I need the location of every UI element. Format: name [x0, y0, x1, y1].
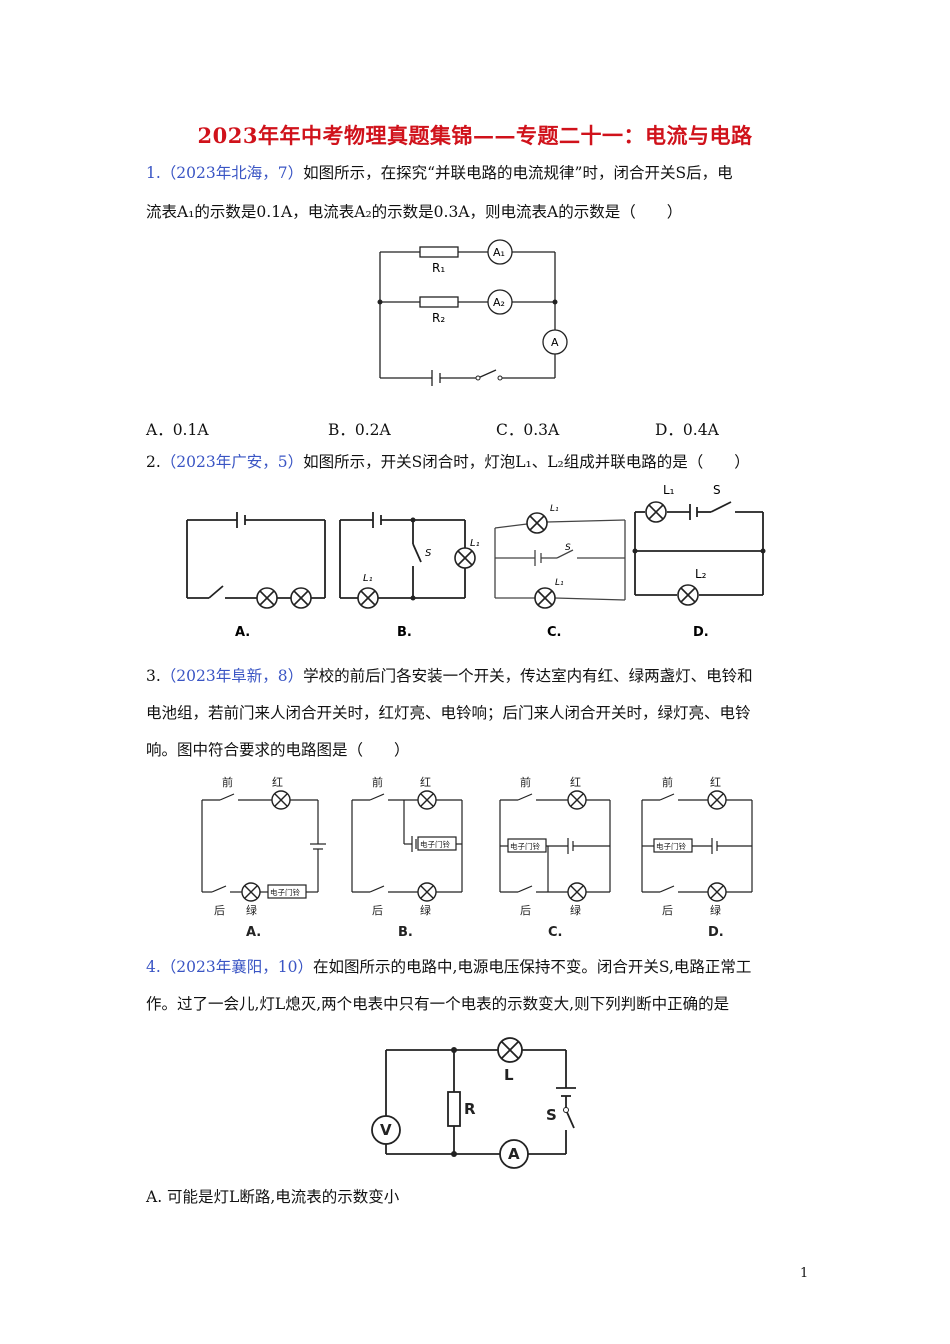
q4-circuit-diagram: V R L S A: [371, 1037, 576, 1169]
q4-line1: 4.（2023年襄阳，10）在如图所示的电路中,电源电压保持不变。闭合开关S,电…: [146, 957, 816, 977]
q4-label-v: V: [380, 1121, 392, 1139]
q3c-green: 绿: [570, 903, 581, 917]
page-title: 2023年年中考物理真题集锦——专题二十一：电流与电路: [197, 123, 753, 148]
q3-line1: 3.（2023年阜新，8）学校的前后门各安装一个开关，传达室内有红、绿两盏灯、电…: [146, 666, 816, 686]
q2-number: 2.: [146, 453, 161, 471]
q4-source: （2023年襄阳，10）: [160, 958, 313, 976]
q3-text1: 学校的前后门各安装一个开关，传达室内有红、绿两盏灯、电铃和: [303, 667, 753, 685]
q2c-label-l1: L₁: [550, 504, 559, 514]
q3-text3: 响。图中符合要求的电路图是（ ）: [146, 741, 410, 759]
q2c-label-l1b: L₁: [555, 578, 564, 588]
q3-caption-b: B.: [398, 925, 413, 940]
q2b-label-l1b: L₁: [470, 538, 480, 549]
q3a-red: 红: [272, 776, 283, 789]
q3a-back: 后: [214, 904, 225, 917]
q1-line1: 1.（2023年北海，7）如图所示，在探究“并联电路的电流规律”时，闭合开关S后…: [146, 163, 816, 183]
q4-label-l: L: [504, 1066, 514, 1084]
q3b-front: 前: [372, 775, 383, 789]
q1-option-d: D．0.4A: [655, 421, 719, 439]
q3d-front: 前: [662, 775, 673, 789]
q4-text1: 在如图所示的电路中,电源电压保持不变。闭合开关S,电路正常工: [312, 958, 752, 976]
q2-caption-b: B.: [397, 625, 412, 640]
q3b-back: 后: [372, 904, 383, 917]
page-number: 1: [800, 1266, 809, 1281]
q2d-label-s: S: [713, 483, 721, 497]
q3-circuit-diagrams: 前 红 后 绿 前 红 后 绿 前 红 后 绿 前 红 后 绿 电子门铃 电子门…: [201, 775, 753, 940]
q3-text2: 电池组，若前门来人闭合开关时，红灯亮、电铃响；后门来人闭合开关时，绿灯亮、电铃: [146, 704, 751, 722]
q2c-label-s: S: [565, 543, 571, 553]
q4-option-a: A. 可能是灯L断路,电流表的示数变小: [146, 1188, 400, 1206]
q1-number: 1.: [146, 164, 161, 182]
q3-caption-a: A.: [246, 925, 261, 940]
q3a-front: 前: [222, 775, 233, 789]
q1-option-a: A．0.1A: [146, 421, 209, 439]
q1-text2: 流表A₁的示数是0.1A，电流表A₂的示数是0.3A，则电流表A的示数是（ ）: [146, 203, 683, 221]
q2b-label-s: S: [425, 548, 432, 559]
q1-label-r1: R₁: [432, 261, 445, 275]
q4-text2: 作。过了一会儿,灯L熄灭,两个电表中只有一个电表的示数变大,则下列判断中正确的是: [146, 995, 730, 1013]
q2-line1: 2.（2023年广安，5）如图所示，开关S闭合时，灯泡L₁、L₂组成并联电路的是…: [146, 452, 816, 472]
q3b-red: 红: [420, 776, 431, 789]
q3d-red: 红: [710, 776, 721, 789]
q3a-bell: 电子门铃: [270, 887, 300, 897]
q3c-back: 后: [520, 904, 531, 917]
q3b-green: 绿: [420, 903, 431, 917]
q3-source: （2023年阜新，8）: [160, 667, 304, 685]
q1-option-b: B．0.2A: [328, 421, 391, 439]
q3-caption-c: C.: [548, 925, 562, 940]
q3b-bell: 电子门铃: [420, 839, 450, 849]
q3d-green: 绿: [710, 903, 721, 917]
q1-label-a2: A₂: [493, 296, 505, 309]
q2-caption-a: A.: [235, 625, 250, 640]
q3c-red: 红: [570, 776, 581, 789]
q3-caption-d: D.: [708, 925, 724, 940]
q3c-front: 前: [520, 775, 531, 789]
q4-label-a: A: [508, 1145, 520, 1163]
q4-label-r: R: [464, 1100, 476, 1118]
q1-circuit-diagram: R₁ R₂ A₁ A₂ A: [377, 239, 568, 386]
q2-text1: 如图所示，开关S闭合时，灯泡L₁、L₂组成并联电路的是（ ）: [303, 453, 750, 471]
q2d-label-l1: L₁: [663, 483, 675, 497]
q1-source: （2023年北海，7）: [160, 164, 304, 182]
q1-option-c: C．0.3A: [496, 421, 560, 439]
q1-label-a: A: [551, 336, 559, 349]
q4-number: 4.: [146, 958, 161, 976]
q1-text1: 如图所示，在探究“并联电路的电流规律”时，闭合开关S后，电: [303, 164, 733, 182]
q3a-green: 绿: [246, 903, 257, 917]
q2b-label-l1: L₁: [363, 573, 373, 584]
q2-caption-c: C.: [547, 625, 561, 640]
q1-label-a1: A₁: [493, 246, 505, 259]
q2d-label-l2: L₂: [695, 567, 707, 581]
q3c-bell: 电子门铃: [510, 841, 540, 851]
q2-source: （2023年广安，5）: [160, 453, 304, 471]
q2-circuit-diagrams: A. S L₁ L₁ B. L₁ S L₁ C. L₁ S L₂ D.: [186, 483, 766, 640]
q3-number: 3.: [146, 667, 161, 685]
q2-caption-d: D.: [693, 625, 709, 640]
q3d-bell: 电子门铃: [656, 841, 686, 851]
q3d-back: 后: [662, 904, 673, 917]
q1-label-r2: R₂: [432, 311, 445, 325]
q4-label-s: S: [546, 1106, 557, 1124]
